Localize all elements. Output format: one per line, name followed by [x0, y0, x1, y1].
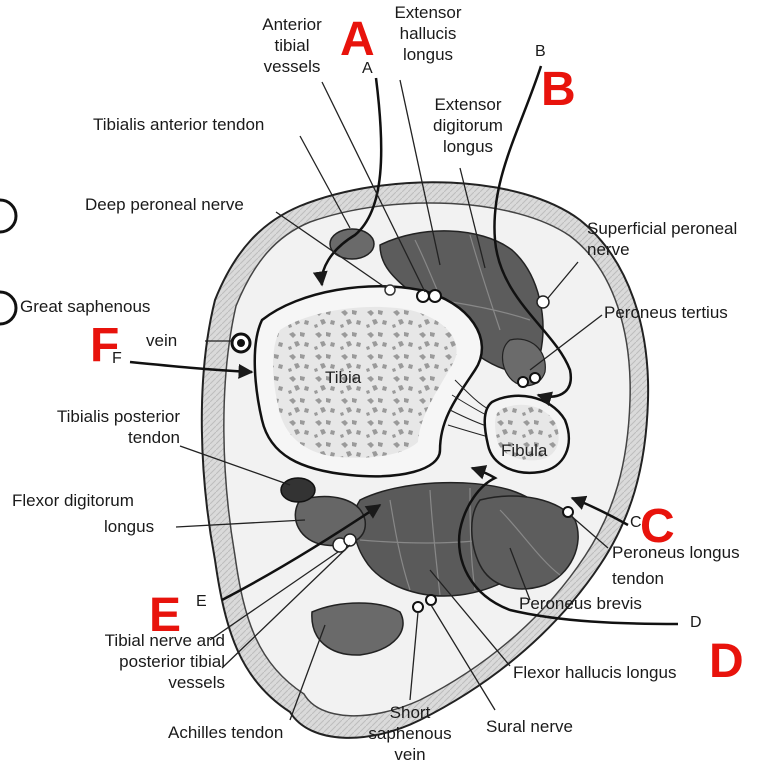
label-superficial-peroneal-nerve: Superficial peroneal nerve	[587, 218, 737, 260]
approach-letter-e: E	[196, 593, 207, 611]
red-marker-b: B	[541, 66, 576, 114]
approach-letter-d: D	[690, 614, 702, 632]
label-extensor-digitorum-longus: Extensor digitorum longus	[418, 94, 518, 157]
label-fibula: Fibula	[501, 441, 547, 461]
tibialis-posterior-shape	[281, 478, 315, 502]
edge-mark-2	[0, 292, 16, 324]
label-vein: vein	[146, 330, 177, 351]
label-short-saphenous-vein: Short saphenous vein	[360, 702, 460, 765]
label-flexor-digitorum-1: Flexor digitorum	[12, 490, 134, 511]
short-saphenous-dots	[413, 602, 423, 612]
red-marker-d: D	[709, 638, 744, 686]
label-tibia: Tibia	[325, 368, 361, 388]
superficial-peroneal-nerve-dot	[537, 296, 549, 308]
label-peroneus-longus-1: Peroneus longus	[612, 542, 740, 563]
deep-peroneal-nerve-dot	[385, 285, 395, 295]
label-extensor-hallucis-longus: Extensor hallucis longus	[378, 2, 478, 65]
label-anterior-tibial-vessels: Anterior tibial vessels	[244, 14, 340, 77]
label-deep-peroneal-nerve: Deep peroneal nerve	[85, 194, 244, 215]
peroneus-tertius-dots	[518, 377, 528, 387]
anterior-tibial-vessels-dots	[417, 290, 429, 302]
label-achilles-tendon: Achilles tendon	[168, 722, 283, 743]
label-peroneus-tertius: Peroneus tertius	[604, 302, 728, 323]
red-marker-e: E	[149, 592, 181, 640]
red-marker-a: A	[340, 16, 375, 64]
label-tibial-nerve: Tibial nerve and posterior tibial vessel…	[40, 630, 225, 693]
label-peroneus-longus-2: tendon	[612, 568, 664, 589]
edge-mark-1	[0, 200, 16, 232]
approach-letter-b: B	[535, 43, 546, 61]
label-flexor-digitorum-2: longus	[104, 516, 154, 537]
label-tibialis-posterior-tendon: Tibialis posterior tendon	[14, 406, 180, 448]
label-flexor-hallucis-longus: Flexor hallucis longus	[513, 662, 676, 683]
label-great-saphenous: Great saphenous	[20, 296, 150, 317]
red-marker-f: F	[90, 322, 119, 370]
label-tibialis-anterior-tendon: Tibialis anterior tendon	[93, 114, 264, 135]
label-sural-nerve: Sural nerve	[486, 716, 573, 737]
label-peroneus-brevis: Peroneus brevis	[519, 593, 642, 614]
red-marker-c: C	[640, 503, 675, 551]
